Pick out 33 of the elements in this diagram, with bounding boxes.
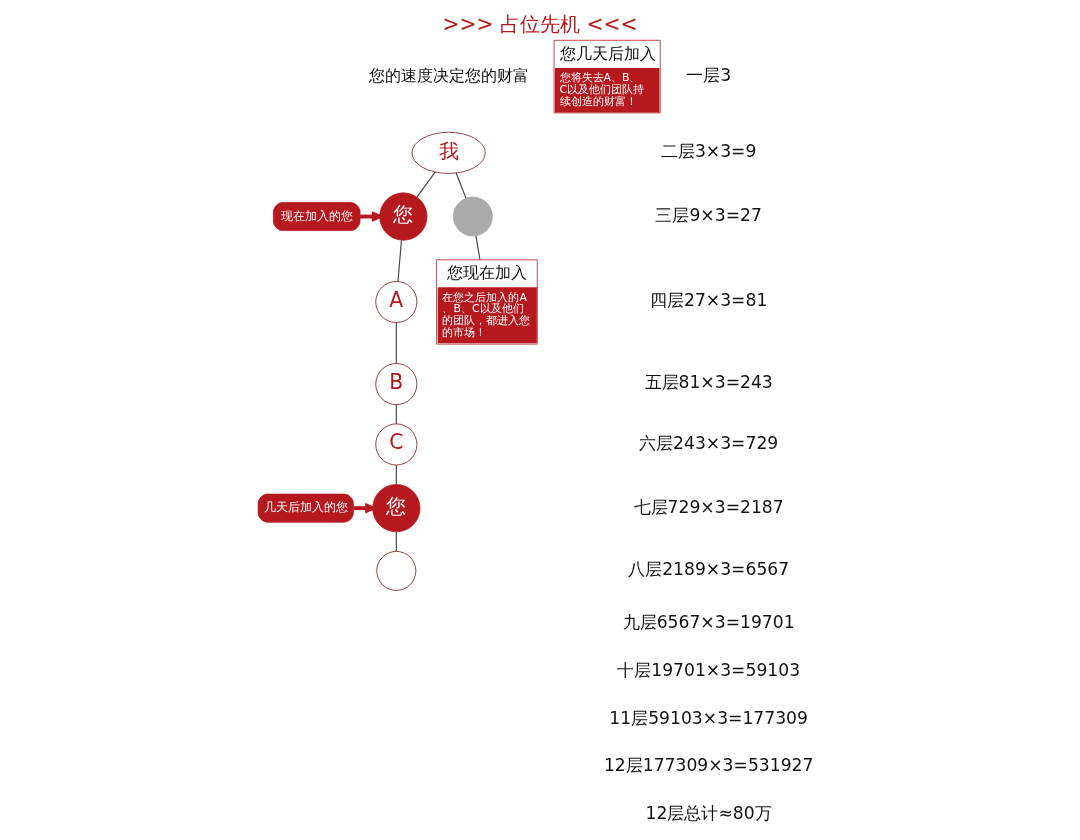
connector <box>395 464 397 485</box>
label: 11层59103×3=177309 <box>609 707 808 728</box>
node-circle: A <box>375 281 418 323</box>
connector <box>395 321 397 365</box>
node-circle: 您 <box>379 192 428 241</box>
diagram-title: >>> 占位先机 <<< <box>442 11 638 36</box>
label: 六层243×3=729 <box>639 432 779 453</box>
connector <box>397 239 403 283</box>
label: 七层729×3=2187 <box>633 496 784 517</box>
node-ellipse: 我 <box>411 131 486 174</box>
node-box: 现在加入的您 <box>272 202 361 231</box>
connector <box>455 172 467 199</box>
label: 您的速度决定您的财富 <box>368 66 529 85</box>
node-box: 几天后加入的您 <box>257 493 354 523</box>
node-circle: 您 <box>372 484 421 533</box>
label: 八层2189×3=6567 <box>628 559 790 580</box>
node-circle <box>376 551 417 591</box>
label: 九层6567×3=19701 <box>622 612 795 633</box>
label: 四层27×3=81 <box>649 290 768 311</box>
node-circle <box>452 196 493 237</box>
label: 二层3×3=9 <box>660 141 757 162</box>
label: 12层总计≈80万 <box>645 802 772 823</box>
label: 三层9×3=27 <box>655 204 762 225</box>
node-circle: B <box>375 363 418 406</box>
label: 一层3 <box>686 64 732 85</box>
label: 十层19701×3=59103 <box>617 660 801 681</box>
label: 五层81×3=243 <box>644 372 773 393</box>
connector <box>416 171 436 198</box>
connector <box>475 235 481 261</box>
connector <box>395 531 397 552</box>
connector <box>395 404 397 425</box>
label: 12层177309×3=531927 <box>603 755 814 776</box>
node-circle: C <box>375 423 418 466</box>
